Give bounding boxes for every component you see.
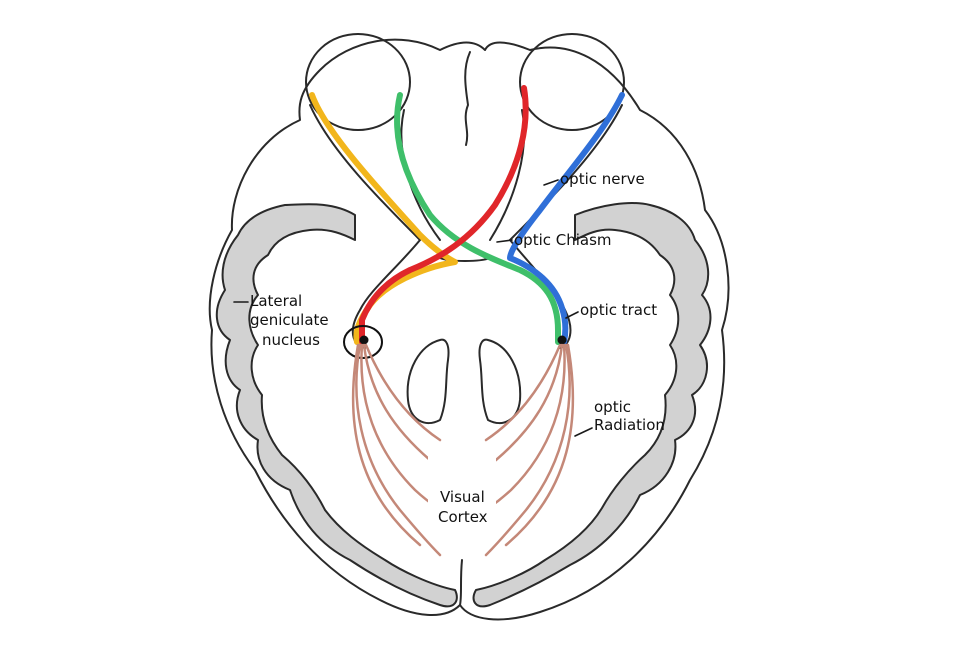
optic-radiation-label-line1: optic: [594, 398, 631, 416]
longitudinal-fissure-lower: [459, 559, 463, 606]
optic-chiasm-label: optic Chiasm: [514, 231, 612, 249]
visual-cortex-label-line2: Cortex: [438, 508, 488, 526]
green-pathway: [394, 92, 561, 345]
cortex-left: [215, 203, 458, 608]
left-eye: [305, 33, 411, 131]
optic-nerve-leader: [543, 179, 559, 186]
optic-radiation-label-line2: Radiation: [594, 416, 665, 434]
longitudinal-fissure: [464, 51, 471, 146]
blue-pathway: [507, 92, 625, 345]
optic-nerve-label: optic nerve: [560, 170, 645, 188]
lgn-label-line1: Lateral: [250, 292, 302, 310]
visual-cortex-label-bg: [428, 448, 496, 536]
cortex-right: [472, 202, 712, 608]
midbrain-right: [478, 338, 522, 425]
lgn-right-dot: [557, 335, 567, 345]
right-eye: [519, 33, 625, 131]
visual-cortex-label-line1: Visual: [440, 488, 485, 506]
optic-tract-label: optic tract: [580, 301, 657, 319]
optic-chiasm-leader: [496, 239, 513, 243]
optic-tract-leader: [565, 311, 579, 319]
lgn-label-line3: nucleus: [262, 331, 320, 349]
midbrain-left: [406, 338, 450, 425]
red-pathway: [359, 85, 529, 345]
lgn-highlight-circle: [343, 325, 383, 359]
lgn-left-dot: [359, 335, 369, 345]
brain-outline: [208, 38, 730, 621]
chiasm-outline: [351, 239, 572, 349]
optic-radiation-leader: [574, 427, 593, 437]
lgn-label-line2: geniculate: [250, 311, 329, 329]
